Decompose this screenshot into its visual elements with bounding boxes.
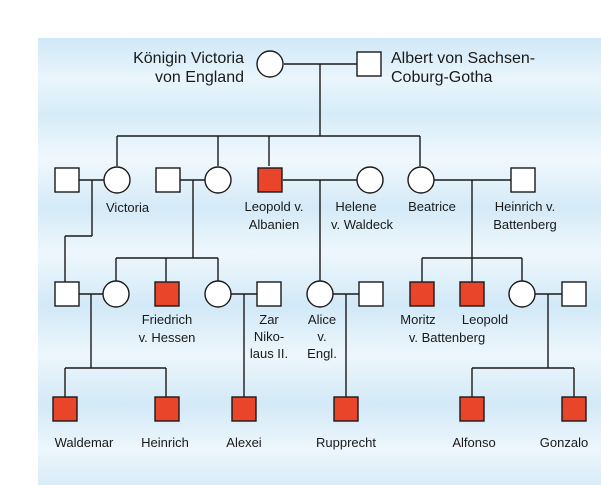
- female-symbol-gen2-2: [204, 166, 232, 194]
- female-symbol-victoria-queen: [256, 50, 284, 78]
- male-symbol-alice-husband: [358, 281, 384, 307]
- male-symbol-zar-nikolaus: [256, 281, 282, 307]
- affected-male-symbol-waldemar: [52, 396, 78, 422]
- affected-male-symbol-heinrich: [154, 396, 180, 422]
- label-albert-line1: Albert von Sachsen-: [391, 50, 535, 67]
- label-helene-line1: Helene: [335, 199, 376, 214]
- label-victoria-queen-line2: von England: [155, 69, 244, 86]
- label-albert-line2: Coburg-Gotha: [391, 69, 492, 86]
- label-alice-line1: Alice: [308, 312, 336, 327]
- female-symbol-victoria: [103, 166, 131, 194]
- label-leopold-battenberg: Leopold: [462, 312, 508, 327]
- female-symbol-alix: [204, 280, 232, 308]
- label-zar-line2: Niko-: [254, 329, 284, 344]
- label-rupprecht: Rupprecht: [316, 435, 376, 450]
- male-symbol-gen2-2: [155, 167, 181, 193]
- label-moritz-line2: v. Battenberg: [409, 330, 485, 345]
- label-leopold-line2: Albanien: [249, 217, 300, 232]
- label-alice-line2: v.: [317, 329, 326, 344]
- label-heinrich-battenberg-line2: Battenberg: [493, 217, 557, 232]
- label-moritz-line1: Moritz: [400, 312, 435, 327]
- female-symbol-beatrice: [407, 166, 435, 194]
- affected-male-symbol-alfonso: [459, 396, 485, 422]
- label-alfonso: Alfonso: [452, 435, 495, 450]
- male-symbol-gen2-1: [54, 167, 80, 193]
- female-symbol-helene: [356, 166, 384, 194]
- female-symbol-ena: [508, 280, 536, 308]
- male-symbol-ena-husband: [561, 281, 587, 307]
- label-zar-line1: Zar: [259, 312, 279, 327]
- male-symbol-gen3-1: [54, 281, 80, 307]
- label-alice-line3: Engl.: [307, 346, 337, 361]
- female-symbol-alice: [306, 280, 334, 308]
- label-gonzalo: Gonzalo: [540, 435, 588, 450]
- affected-male-symbol-friedrich: [154, 281, 180, 307]
- male-symbol-heinrich-battenberg: [510, 167, 536, 193]
- female-symbol-gen3-1: [102, 280, 130, 308]
- label-leopold-line1: Leopold v.: [244, 199, 303, 214]
- label-victoria-queen-line1: Königin Victoria: [133, 50, 244, 67]
- affected-male-symbol-leopold-battenberg: [459, 281, 485, 307]
- connector-lines: [64, 63, 575, 397]
- label-beatrice: Beatrice: [408, 199, 456, 214]
- affected-male-symbol-leopold: [257, 167, 283, 193]
- label-helene-line2: v. Waldeck: [331, 217, 394, 232]
- label-waldemar: Waldemar: [55, 435, 114, 450]
- label-victoria: Victoria: [106, 200, 150, 215]
- label-heinrich: Heinrich: [141, 435, 189, 450]
- affected-male-symbol-moritz: [409, 281, 435, 307]
- label-friedrich-line2: v. Hessen: [139, 330, 196, 345]
- label-heinrich-battenberg-line1: Heinrich v.: [495, 199, 555, 214]
- male-symbol-albert: [356, 51, 382, 77]
- affected-male-symbol-rupprecht: [333, 396, 359, 422]
- affected-male-symbol-gonzalo: [561, 396, 587, 422]
- label-friedrich-line1: Friedrich: [142, 312, 193, 327]
- affected-male-symbol-alexei: [231, 396, 257, 422]
- label-alexei: Alexei: [226, 435, 262, 450]
- label-zar-line3: laus II.: [250, 346, 288, 361]
